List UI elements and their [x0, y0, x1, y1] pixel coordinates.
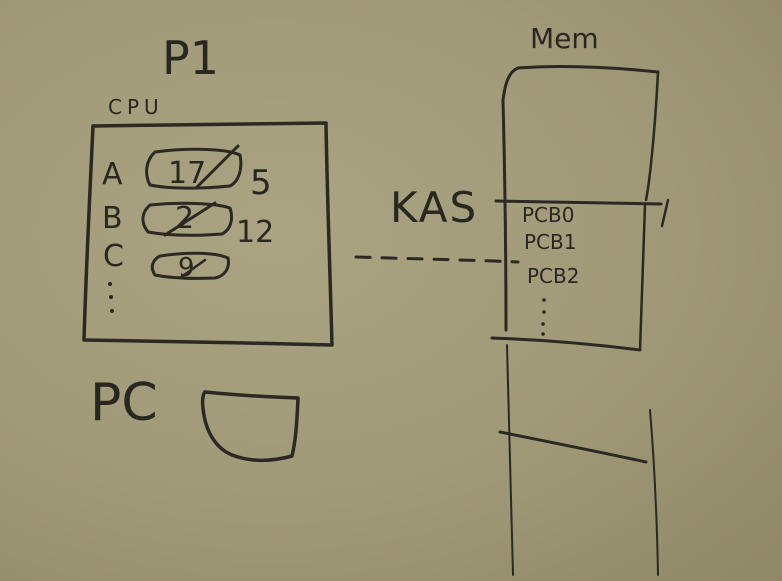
register-a-strike	[194, 144, 240, 190]
pc-label: PC	[90, 373, 158, 433]
register-a-cell	[145, 147, 243, 190]
pcb-entry: PCB2	[527, 264, 579, 288]
memory-label: Mem	[530, 22, 599, 55]
register-ellipsis	[108, 282, 114, 313]
register-b-strike	[163, 201, 217, 237]
register-c-cell	[150, 251, 230, 280]
kas-bottom-boundary	[490, 336, 642, 352]
memory-left-edge-lower	[506, 344, 514, 576]
cpu-box	[82, 121, 334, 347]
pcb-entry: PCB1	[524, 230, 576, 254]
kas-top-boundary	[494, 199, 663, 206]
register-a-old-value: 17	[168, 156, 206, 191]
pc-box	[200, 390, 300, 463]
kas-boundary-tick	[660, 198, 670, 228]
register-a-name: A	[102, 157, 123, 192]
memory-right-edge	[644, 70, 660, 202]
memory-right-edge-mid	[638, 203, 647, 352]
pcb-entry: PCB0	[522, 203, 574, 227]
register-c-name: C	[103, 239, 124, 274]
pcb-ellipsis	[541, 298, 546, 336]
register-c-strike	[178, 258, 207, 280]
kas-label: KAS	[390, 183, 478, 232]
memory-right-edge-lower	[649, 409, 659, 576]
register-b-cell	[141, 201, 234, 237]
memory-lower-boundary	[498, 430, 648, 464]
kas-dashed-leader	[354, 255, 520, 264]
register-a-new-value: 5	[250, 163, 272, 203]
memory-top	[501, 65, 660, 102]
register-b-name: B	[102, 201, 123, 236]
memory-left-edge	[501, 98, 508, 332]
cpu-label: CPU	[108, 95, 164, 119]
register-b-new-value: 12	[236, 215, 274, 250]
process-label: P1	[162, 31, 219, 85]
